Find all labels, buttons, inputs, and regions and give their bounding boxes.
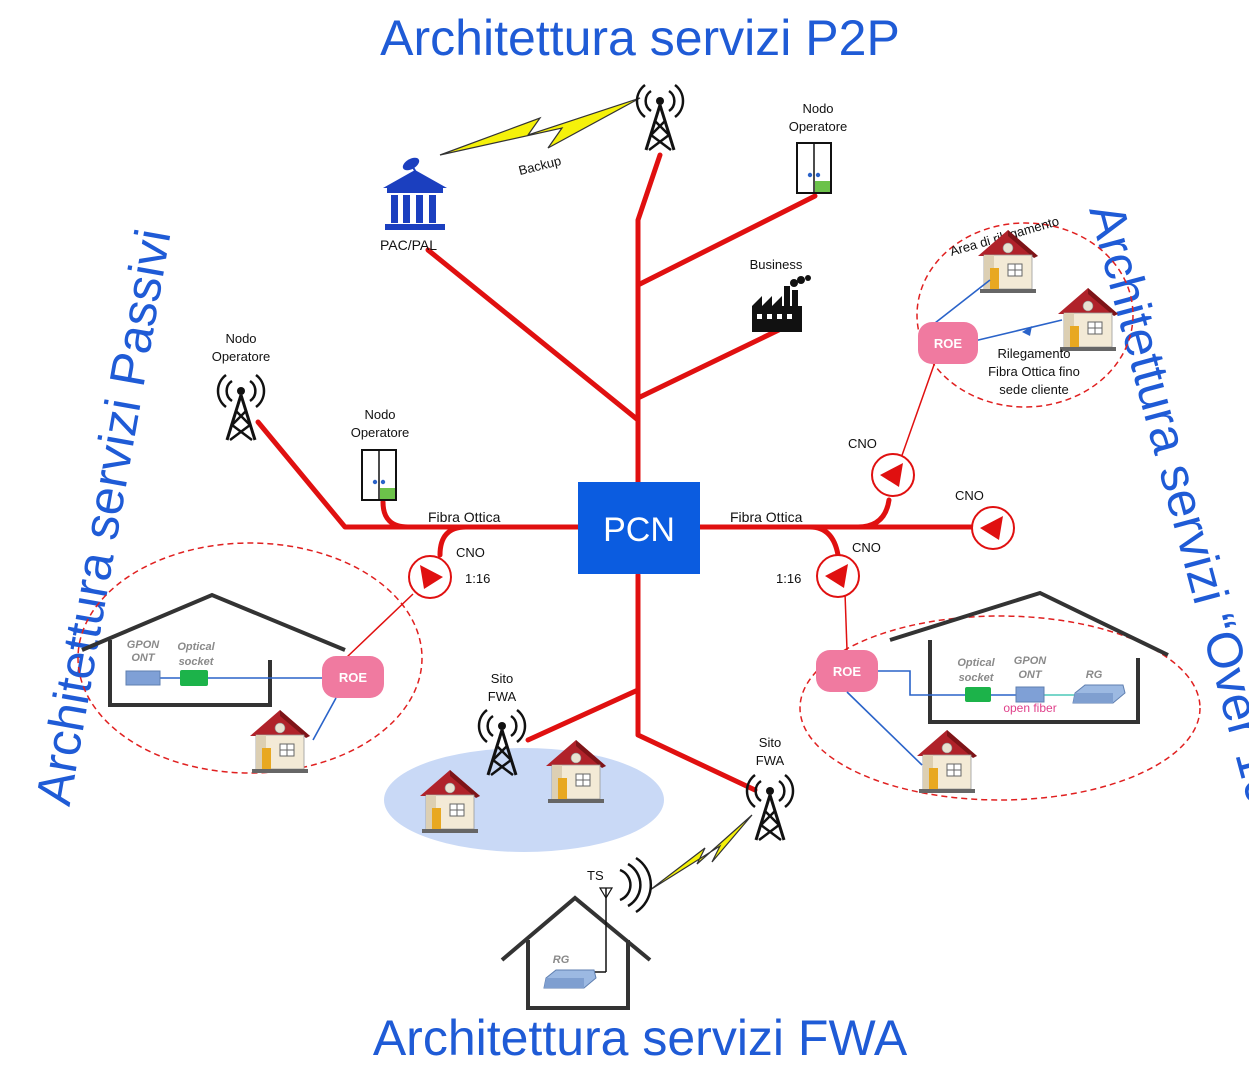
ts-label: TS [587, 868, 604, 883]
fiber-network [255, 152, 983, 793]
rilegamento-label-3: sede cliente [999, 382, 1068, 397]
area-rilegamento-ellipse [916, 222, 1134, 408]
roe-label-left: ROE [339, 670, 368, 685]
antenna-tower-icon-left [216, 373, 266, 442]
gpon-label-right-2: ONT [1018, 669, 1043, 681]
gpon-label-left-2: ONT [131, 652, 156, 664]
server-rack-icon-top [796, 142, 832, 194]
roe-node-top-right[interactable] [918, 322, 978, 364]
server-rack-icon-left [361, 449, 397, 501]
nodo-operatore-top-label-2: Operatore [789, 119, 848, 134]
open-fiber-label: open fiber [1003, 701, 1056, 715]
nodo-operatore-left-label-2: Operatore [212, 349, 271, 364]
title-bottom: Architettura servizi FWA [373, 1010, 908, 1066]
optical-socket-right [965, 687, 991, 702]
title-top: Architettura servizi P2P [380, 10, 900, 66]
pcn-node[interactable] [578, 482, 700, 574]
modem-icon-right [1072, 684, 1126, 704]
roe-node-right[interactable] [816, 650, 878, 692]
rilegamento-label-2: Fibra Ottica fino [988, 364, 1080, 379]
over100-ellipse [799, 615, 1201, 801]
optical-label-right-1: Optical [957, 657, 995, 669]
pcn-label: PCN [603, 511, 675, 549]
gpon-label-right-1: GPON [1014, 655, 1047, 667]
title-left: Architettura servizi Passivi [25, 225, 181, 809]
factory-icon [752, 275, 811, 332]
lightning-icon-fwa [649, 814, 753, 891]
gpon-ont-right [1015, 686, 1045, 703]
optical-socket-left [180, 670, 208, 686]
nodo-operatore-top-label-1: Nodo [802, 101, 833, 116]
optical-label-right-2: socket [959, 672, 995, 684]
roe-label-right: ROE [833, 664, 862, 679]
cno-label-right-2: CNO [955, 488, 984, 503]
sito-fwa-left-label-2: FWA [488, 689, 517, 704]
building-outline-right [889, 590, 1169, 657]
nodo-operatore-mid-label-2: Operatore [351, 425, 410, 440]
rilegamento-label-1: Rilegamento [998, 346, 1071, 361]
sito-fwa-left-label-1: Sito [491, 671, 513, 686]
optical-label-left-1: Optical [177, 641, 215, 653]
lightning-icon-backup [439, 97, 641, 156]
cno-label-right-3: CNO [852, 540, 881, 555]
business-label: Business [750, 257, 803, 272]
cno-label-right-1: CNO [848, 436, 877, 451]
building-walls-right [928, 640, 1140, 724]
sito-fwa-right-label-1: Sito [759, 735, 781, 750]
rg-label-right: RG [1086, 669, 1103, 681]
optical-label-left-2: socket [179, 656, 215, 668]
passivi-ellipse [77, 542, 423, 774]
sito-fwa-right-label-2: FWA [756, 753, 785, 768]
cno-label-left: CNO [456, 545, 485, 560]
antenna-tower-icon-fwa-right [745, 773, 795, 842]
roe-node-left[interactable] [322, 656, 384, 698]
gpon-ont-left [125, 670, 161, 686]
satellite-building-icon [383, 157, 447, 230]
pac-pal-label: PAC/PAL [380, 237, 437, 253]
roe-label-top-right: ROE [934, 336, 963, 351]
nodo-operatore-left-label-1: Nodo [225, 331, 256, 346]
house-icon-right [916, 729, 978, 794]
split-label-left: 1:16 [465, 571, 490, 586]
building-outline-bottom [500, 895, 652, 962]
backup-label: Backup [517, 153, 563, 178]
split-label-right: 1:16 [776, 571, 801, 586]
title-right: Architettura servizi “Over 100” [1078, 198, 1249, 854]
fibra-ottica-right-label: Fibra Ottica [730, 509, 803, 525]
gpon-label-left-1: GPON [127, 639, 160, 651]
house-icon-left [249, 709, 311, 774]
modem-icon-bottom [543, 969, 597, 989]
rg-label-bottom: RG [553, 954, 570, 966]
nodo-operatore-mid-label-1: Nodo [364, 407, 395, 422]
building-walls-bottom [526, 940, 630, 1010]
building-outline-left [81, 592, 346, 652]
fibra-ottica-left-label: Fibra Ottica [428, 509, 501, 525]
building-walls-left [108, 640, 272, 707]
antenna-tower-icon-top [635, 83, 685, 152]
